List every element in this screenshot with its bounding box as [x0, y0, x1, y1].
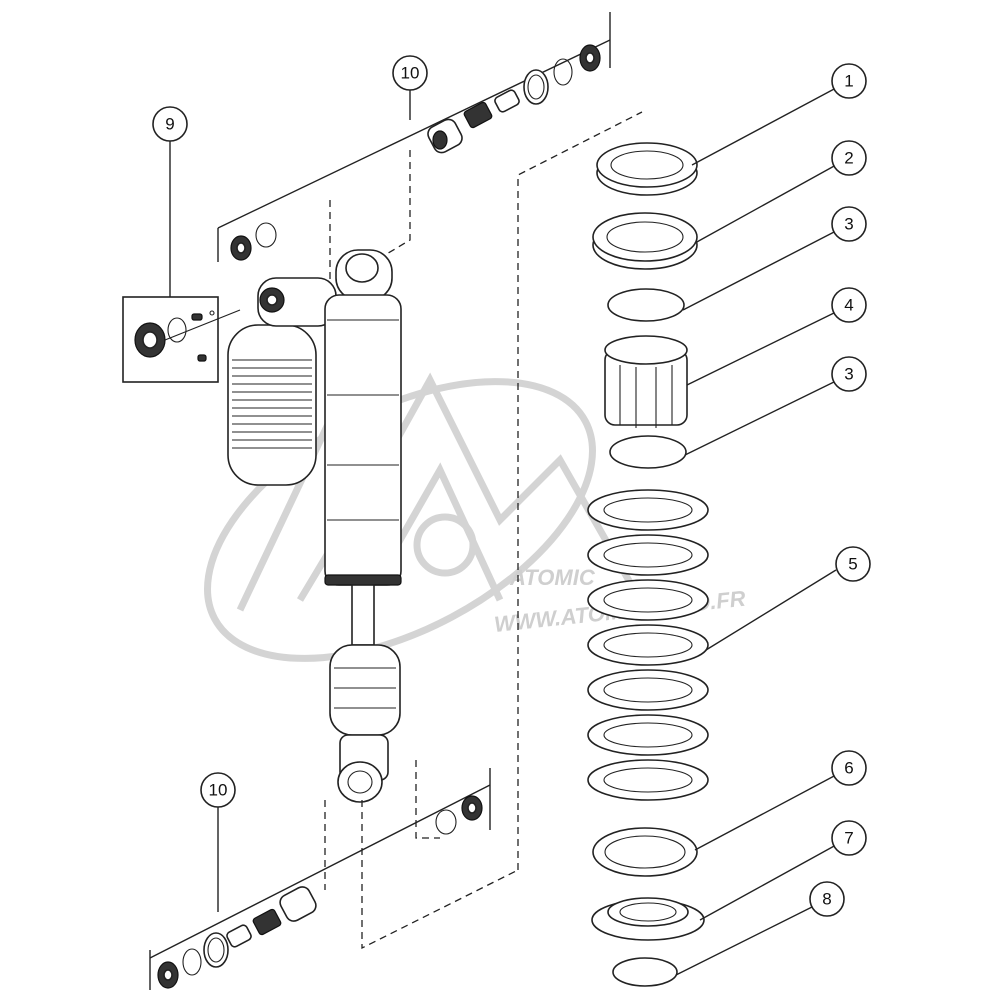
leader-lines: [169, 82, 837, 976]
callout-10-top: 10: [392, 55, 428, 91]
shock-absorber-body: [227, 249, 402, 803]
callout-label: 9: [165, 115, 174, 134]
callout-label: 5: [848, 555, 857, 574]
spring-stack: [587, 142, 709, 987]
callout-label: 3: [844, 365, 853, 384]
callout-6: 6: [831, 750, 867, 786]
callout-label: 10: [209, 781, 228, 800]
callout-3a: 3: [831, 206, 867, 242]
callout-label: 3: [844, 215, 853, 234]
top-bushing-kit: [217, 12, 611, 290]
callout-4: 4: [831, 287, 867, 323]
callout-5: 5: [835, 546, 871, 582]
callout-label: 8: [822, 890, 831, 909]
callout-9: 9: [152, 106, 188, 142]
adjuster-kit-box: [122, 296, 241, 383]
callout-label: 7: [844, 829, 853, 848]
callout-label: 4: [844, 296, 853, 315]
assembly-dashed-line: [517, 111, 643, 870]
callout-label: 6: [844, 759, 853, 778]
callout-label: 10: [401, 64, 420, 83]
callout-7: 7: [831, 820, 867, 856]
callout-3b: 3: [831, 356, 867, 392]
callout-10-bottom: 10: [200, 772, 236, 808]
callout-1: 1: [831, 63, 867, 99]
callout-2: 2: [831, 140, 867, 176]
bottom-bushing-kit: [149, 760, 519, 990]
callout-label: 1: [844, 72, 853, 91]
callout-label: 2: [844, 149, 853, 168]
callout-8: 8: [809, 881, 845, 917]
watermark-brand: ATOMIC: [509, 565, 596, 590]
